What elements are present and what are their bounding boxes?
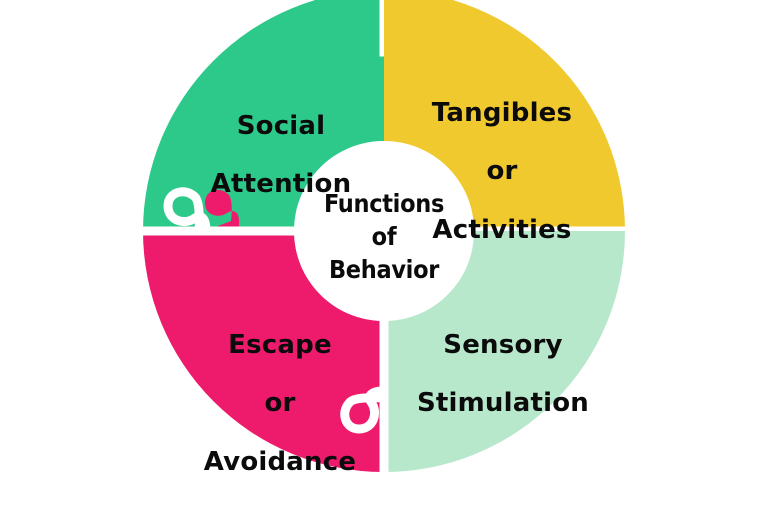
seam-horizontal-left	[143, 187, 299, 236]
escape-connector-knob	[205, 189, 239, 231]
seam-vertical-bottom	[340, 305, 389, 472]
sensory-connector-knob	[384, 390, 426, 424]
center-hub-circle	[294, 141, 474, 321]
functions-of-behavior-diagram: Social Attention Tangibles or Activities…	[143, 0, 625, 477]
puzzle-ring-graphic	[143, 0, 625, 472]
